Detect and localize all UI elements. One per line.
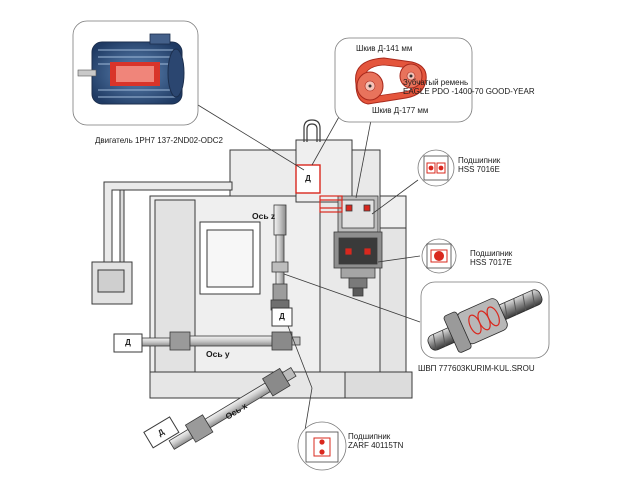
leader-lines — [197, 104, 421, 431]
bearing2-title: Подшипник — [470, 249, 513, 258]
motor-label: Двигатель 1PH7 137-2ND02-ODC2 — [95, 136, 224, 145]
y-drive-box — [113, 333, 143, 353]
belt-drive-image — [355, 57, 427, 105]
pulley-top-label: Шкив Д-141 мм — [356, 44, 413, 53]
motor-image — [77, 33, 185, 105]
pulley-bottom-label: Шкив Д-177 мм — [372, 106, 429, 115]
belt-label-line2: EAGLE PDO -1400-70 GOOD-YEAR — [403, 87, 535, 96]
electrical-duct — [91, 181, 233, 305]
pulley-belt-callout — [334, 37, 473, 123]
spindle-motor-box — [295, 164, 321, 194]
bearing-7016-callout — [417, 149, 455, 187]
x-axis-screw — [168, 367, 297, 450]
y-axis-screw — [141, 331, 301, 351]
z-drive-box — [271, 307, 293, 327]
y-drive-letter: Д — [125, 338, 131, 347]
ballscrew-label: ШВП 777603KURIM-KUL.SROU — [418, 364, 535, 373]
bearing1-title: Подшипник — [458, 156, 501, 165]
bearing3-title: Подшипник — [348, 432, 391, 441]
bearing3-model: ZARF 40115TN — [348, 441, 404, 450]
bearing-7017-callout — [421, 238, 457, 274]
spindle-motor-letter: Д — [305, 174, 311, 183]
cable-loop — [303, 119, 321, 142]
bearing2-model: HSS 7017E — [470, 258, 512, 267]
x-drive-box — [143, 416, 180, 449]
belt-label-line1: Зубчатый ремень — [403, 78, 469, 87]
z-drive-letter: Д — [279, 312, 285, 321]
z-axis-screw — [270, 204, 290, 311]
spindle-assembly — [333, 195, 383, 297]
axis-y-label: Ось у — [206, 349, 230, 359]
motor-callout — [72, 20, 199, 126]
belt-connection — [319, 195, 343, 213]
ballscrew-image — [427, 289, 543, 353]
bearing1-model: HSS 7016E — [458, 165, 500, 174]
bearing-zarf-callout — [297, 421, 347, 471]
axis-z-label: Ось z — [252, 211, 276, 221]
ballscrew-callout — [420, 281, 550, 359]
